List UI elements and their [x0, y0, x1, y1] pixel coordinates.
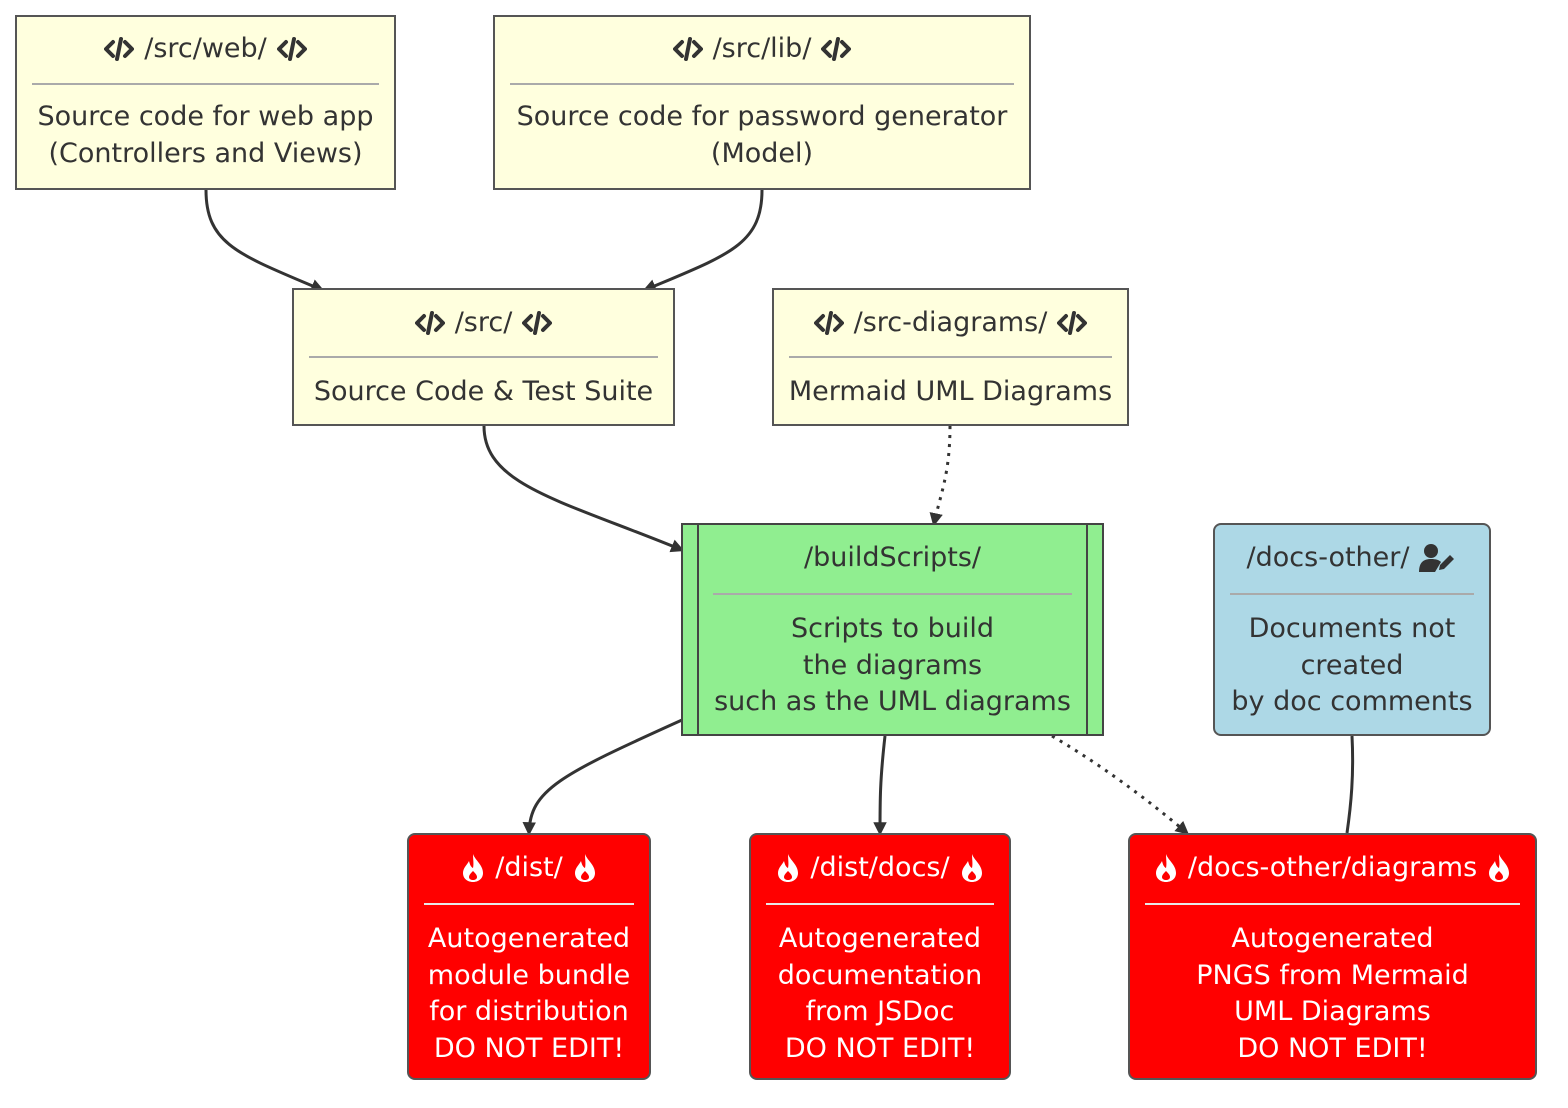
node-src-lib[interactable]: /src/lib/ Source code for password gener…	[493, 15, 1031, 190]
divider	[510, 83, 1014, 85]
edge-buildscripts-to-dist	[522, 718, 683, 836]
node-title: /src/lib/	[712, 33, 812, 64]
code-icon	[821, 34, 852, 64]
node-src[interactable]: /src/ Source Code & Test Suite	[292, 288, 675, 426]
divider	[309, 356, 658, 358]
edge-src-lib-to-src	[642, 189, 764, 293]
node-description: Source Code & Test Suite	[313, 376, 654, 407]
divider	[1230, 593, 1474, 595]
code-icon	[104, 34, 135, 64]
node-description: Source code for password generator (Mode…	[516, 101, 1008, 169]
edge-src-to-buildscripts	[482, 425, 685, 553]
divider	[766, 903, 994, 905]
divider	[32, 83, 379, 85]
divider	[1145, 903, 1520, 905]
divider	[424, 903, 634, 905]
edge-buildscripts-to-docs-other-diagrams	[1051, 734, 1190, 835]
node-title: /docs-other/diagrams	[1187, 852, 1478, 883]
node-description: Autogenerated module bundle for distribu…	[427, 923, 631, 1064]
code-icon	[276, 34, 307, 64]
node-description: Scripts to build the diagrams such as th…	[714, 613, 1071, 717]
node-title: /dist/docs/	[810, 852, 950, 883]
node-description: Mermaid UML Diagrams	[788, 376, 1113, 407]
edge-docs-other-to-docs-other-diagrams	[1345, 735, 1355, 834]
code-icon	[813, 308, 844, 338]
divider	[713, 593, 1072, 595]
node-description: Source code for web app (Controllers and…	[37, 101, 374, 169]
node-title: /src/	[454, 307, 513, 338]
code-icon	[522, 308, 553, 338]
fire-icon	[1154, 853, 1178, 883]
node-dist-docs[interactable]: /dist/docs/ Autogenerated documentation …	[749, 833, 1011, 1080]
user-edit-icon	[1419, 543, 1457, 573]
subroutine-bar-right	[1086, 525, 1088, 734]
node-description: Autogenerated PNGS from Mermaid UML Diag…	[1196, 923, 1469, 1064]
node-title: /dist/	[495, 852, 563, 883]
fire-icon	[776, 853, 800, 883]
node-build-scripts[interactable]: /buildScripts/ Scripts to build the diag…	[681, 523, 1104, 736]
code-icon	[1057, 308, 1088, 338]
node-src-web[interactable]: /src/web/ Source code for web app (Contr…	[15, 15, 396, 190]
node-description: Autogenerated documentation from JSDoc D…	[777, 923, 983, 1064]
code-icon	[672, 34, 703, 64]
fire-icon	[573, 853, 597, 883]
edge-buildscripts-to-dist-docs	[873, 735, 887, 836]
node-title: /src/web/	[144, 33, 267, 64]
node-dist[interactable]: /dist/ Autogenerated module bundle for d…	[407, 833, 651, 1080]
node-title: /src-diagrams/	[853, 307, 1048, 338]
node-title: /docs-other/	[1246, 542, 1410, 573]
fire-icon	[1487, 853, 1511, 883]
node-docs-other-diagrams[interactable]: /docs-other/diagrams Autogenerated PNGS …	[1128, 833, 1537, 1080]
fire-icon	[461, 853, 485, 883]
code-icon	[414, 308, 445, 338]
fire-icon	[960, 853, 984, 883]
subroutine-bar-left	[697, 525, 699, 734]
edge-src-diagrams-to-buildscripts	[929, 425, 952, 527]
node-docs-other[interactable]: /docs-other/ Documents not created by do…	[1213, 523, 1491, 736]
edge-src-web-to-src	[204, 189, 325, 292]
divider	[789, 356, 1112, 358]
node-src-diagrams[interactable]: /src-diagrams/ Mermaid UML Diagrams	[772, 288, 1129, 426]
node-title: /buildScripts/	[804, 542, 981, 573]
node-description: Documents not created by doc comments	[1231, 613, 1473, 717]
